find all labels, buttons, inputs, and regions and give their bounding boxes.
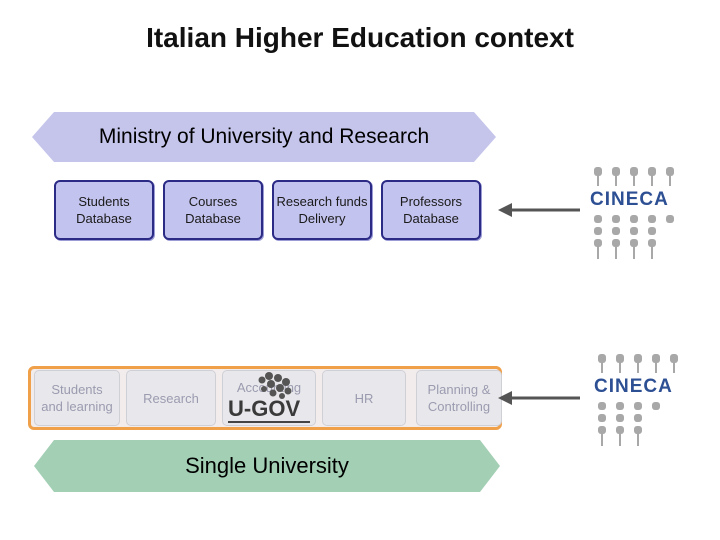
single-university-label: Single University — [185, 453, 349, 478]
arrow-left-icon — [498, 391, 580, 405]
box-line: Courses — [188, 194, 238, 209]
hr-box: HR — [322, 370, 406, 426]
ugov-logo-text: U-GOV — [228, 396, 300, 421]
single-university-banner: Single University — [34, 440, 500, 492]
box-line: and learning — [41, 399, 113, 414]
cineca-logo-text: CINECA — [590, 189, 669, 210]
box-line: Students — [78, 194, 130, 209]
box-line: Controlling — [427, 399, 491, 414]
box-line: Research — [143, 390, 199, 406]
slide-title: Italian Higher Education context — [146, 22, 574, 53]
research-box: Research — [126, 370, 216, 426]
box-line: Professors — [399, 194, 463, 209]
box-line: Delivery — [298, 211, 346, 226]
box-line: Planning & — [427, 382, 491, 397]
box-line: Students — [51, 382, 103, 397]
ugov-logo: U-GOV — [228, 372, 310, 423]
students-learning-box: Students and learning — [34, 370, 120, 426]
planning-controlling-box: Planning & Controlling — [416, 370, 502, 426]
ministry-banner: Ministry of University and Research — [32, 112, 496, 162]
arrow-left-icon — [498, 203, 580, 217]
abacus-icon — [594, 167, 674, 259]
cineca-logo-text: CINECA — [594, 376, 673, 397]
ministry-label: Ministry of University and Research — [98, 125, 430, 148]
box-line: Research funds — [276, 194, 368, 209]
box-line: Database — [185, 211, 241, 226]
box-line: HR — [354, 390, 374, 406]
box-line: Database — [76, 211, 132, 226]
box-line: Database — [403, 211, 459, 226]
cineca-logo: CINECA — [590, 167, 674, 259]
abacus-icon — [598, 354, 678, 446]
cineca-logo: CINECA — [594, 354, 678, 446]
